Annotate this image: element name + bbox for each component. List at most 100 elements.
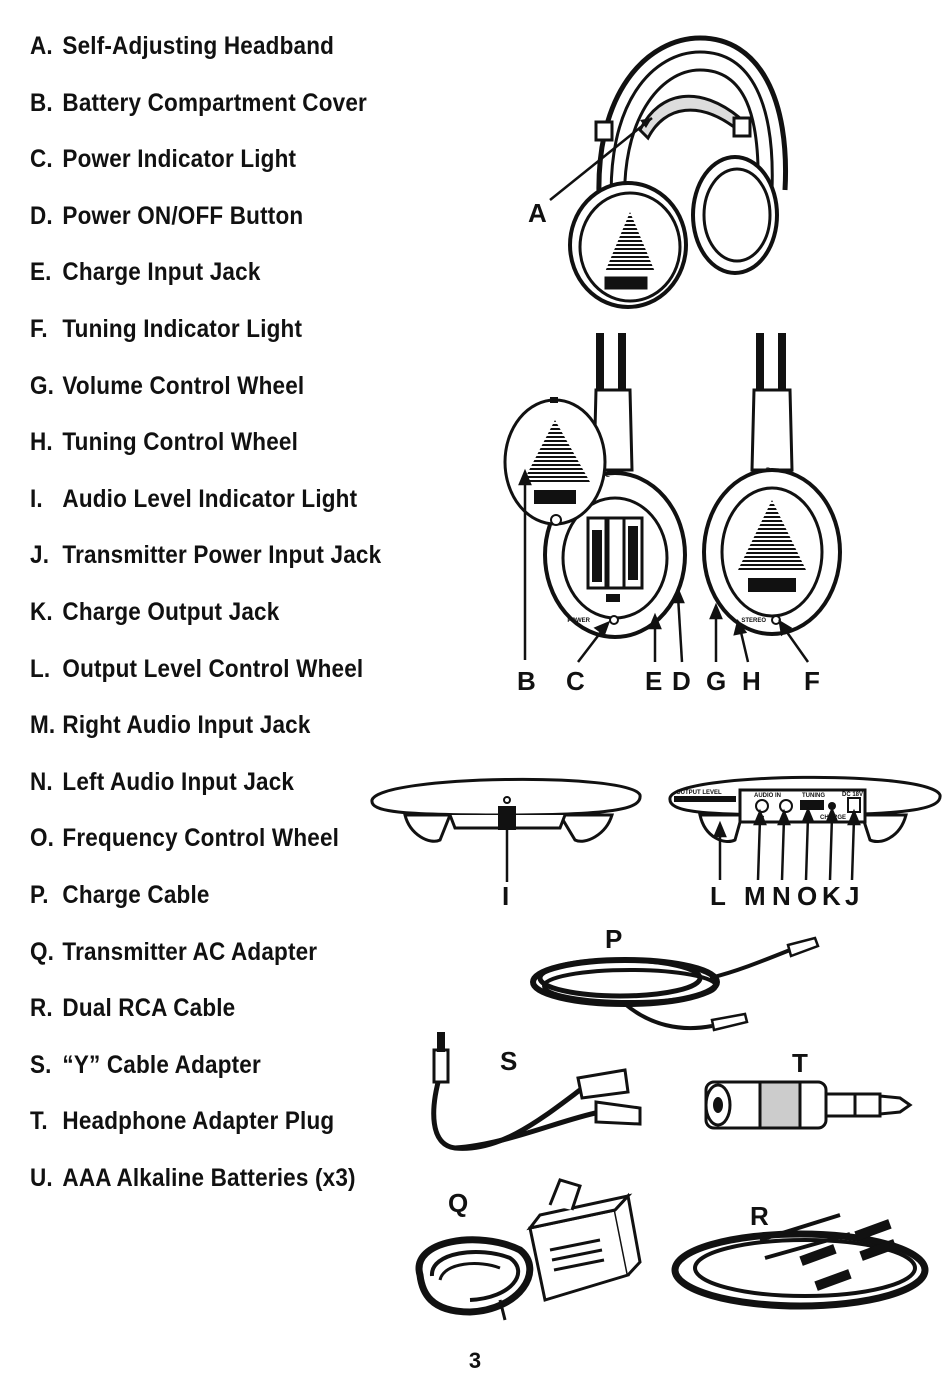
transmitter-front-illustration [370, 777, 642, 882]
part-name: Charge Output Jack [62, 597, 280, 626]
part-name: Headphone Adapter Plug [62, 1107, 335, 1136]
part-letter: N. [30, 767, 53, 796]
callout-label-d: D [672, 666, 691, 696]
part-name: “Y” Cable Adapter [62, 1050, 261, 1079]
part-letter: B. [30, 88, 53, 117]
adapter-plug-illustration [704, 1080, 913, 1130]
part-list-item: R.Dual RCA Cable [30, 988, 381, 1045]
part-list-item: H. Tuning Control Wheel [30, 422, 381, 479]
right-cup-letter: R [766, 468, 771, 474]
part-list-item: J. Transmitter Power Input Jack [30, 535, 381, 592]
part-letter: S. [30, 1050, 52, 1079]
right-cup-illustration [702, 333, 842, 636]
callout-label-q: Q [448, 1188, 468, 1218]
part-name: Tuning Control Wheel [62, 428, 299, 457]
part-letter: Q. [30, 937, 55, 966]
part-list-item: P. Charge Cable [30, 875, 381, 932]
part-letter: I. [30, 484, 43, 513]
part-letter: M. [30, 711, 56, 740]
headphones-illustration [568, 35, 789, 309]
callout-label-f: F [804, 666, 820, 696]
part-name: Battery Compartment Cover [62, 88, 367, 117]
callout-label-c: C [566, 666, 585, 696]
part-list-item: I. Audio Level Indicator Light [30, 479, 381, 536]
callout-label-p: P [605, 924, 622, 954]
part-name: Power Indicator Light [62, 145, 297, 174]
part-list-item: S. “Y” Cable Adapter [30, 1045, 381, 1102]
part-list-item: M.Right Audio Input Jack [30, 705, 381, 762]
callout-label-r: R [750, 1201, 769, 1231]
left-cup-letter: L [606, 473, 610, 479]
part-name: AAA Alkaline Batteries (x3) [62, 1163, 356, 1192]
part-list-item: O.Frequency Control Wheel [30, 818, 381, 875]
part-name: Left Audio Input Jack [62, 767, 295, 796]
part-list-item: K. Charge Output Jack [30, 592, 381, 649]
part-list-item: L. Output Level Control Wheel [30, 649, 381, 706]
callout-label-g: G [706, 666, 726, 696]
stereo-label: STEREO [741, 618, 766, 624]
ac-adapter-illustration [415, 1178, 642, 1321]
callout-label-t: T [792, 1048, 808, 1078]
callout-label-i: I [502, 881, 509, 911]
part-name: Tuning Indicator Light [62, 314, 303, 343]
part-list-item: U. AAA Alkaline Batteries (x3) [30, 1158, 381, 1215]
part-list-item: D. Power ON/OFF Button [30, 196, 381, 253]
audio-in-label: AUDIO IN [754, 793, 781, 799]
part-list-item: E. Charge Input Jack [30, 252, 381, 309]
rca-cable-illustration [671, 1213, 929, 1310]
part-list-item: G.Volume Control Wheel [30, 366, 381, 423]
part-letter: J. [30, 541, 50, 570]
part-name: Transmitter Power Input Jack [62, 541, 382, 570]
headphone-callout-lines [518, 468, 810, 663]
callout-label-a: A [528, 198, 547, 228]
dc-label: DC 18V [842, 792, 863, 798]
callout-label-o: O [797, 881, 817, 911]
part-name: Frequency Control Wheel [62, 824, 340, 853]
callout-label-b: B [517, 666, 536, 696]
part-letter: G. [30, 371, 55, 400]
part-name: Output Level Control Wheel [62, 654, 364, 683]
y-cable-illustration [431, 1032, 642, 1151]
transmitter-back-illustration [668, 775, 942, 843]
callout-label-e: E [645, 666, 662, 696]
output-level-label: OUTPUT LEVEL [676, 790, 722, 796]
part-letter: D. [30, 201, 53, 230]
callout-label-s: S [500, 1046, 517, 1076]
left-cup-battery-illustration [503, 333, 687, 639]
part-name: Right Audio Input Jack [62, 711, 311, 740]
callout-label-n: N [772, 881, 791, 911]
part-letter: E. [30, 258, 52, 287]
callout-a: A [528, 117, 653, 228]
transmitter-callout-lines [713, 806, 861, 881]
tuning-label: TUNING [802, 793, 825, 799]
callout-label-m: M [744, 881, 766, 911]
callout-label-j: J [845, 881, 859, 911]
part-letter: H. [30, 428, 53, 457]
part-name: Self-Adjusting Headband [62, 32, 335, 60]
part-list-item: A. Self-Adjusting Headband [30, 26, 381, 83]
callout-label-k: K [822, 881, 841, 911]
callout-label-l: L [710, 881, 726, 911]
part-name: Charge Input Jack [62, 258, 261, 287]
part-list-item: Q.Transmitter AC Adapter [30, 932, 381, 989]
part-letter: F. [30, 314, 48, 343]
part-list-item: F. Tuning Indicator Light [30, 309, 381, 366]
part-list-item: C.Power Indicator Light [30, 139, 381, 196]
part-name: Audio Level Indicator Light [62, 484, 358, 513]
part-letter: O. [30, 824, 55, 853]
part-letter: P. [30, 880, 49, 909]
part-name: Transmitter AC Adapter [62, 937, 318, 966]
part-list-item: B. Battery Compartment Cover [30, 83, 381, 140]
callout-label-h: H [742, 666, 761, 696]
part-letter: L. [30, 654, 51, 683]
part-name: Power ON/OFF Button [62, 201, 304, 230]
part-letter: U. [30, 1163, 53, 1192]
part-name: Dual RCA Cable [62, 994, 236, 1023]
part-letter: K. [30, 597, 53, 626]
part-letter: A. [30, 32, 53, 60]
part-letter: T. [30, 1107, 48, 1136]
part-name: Charge Cable [62, 880, 210, 909]
part-name: Volume Control Wheel [62, 371, 305, 400]
